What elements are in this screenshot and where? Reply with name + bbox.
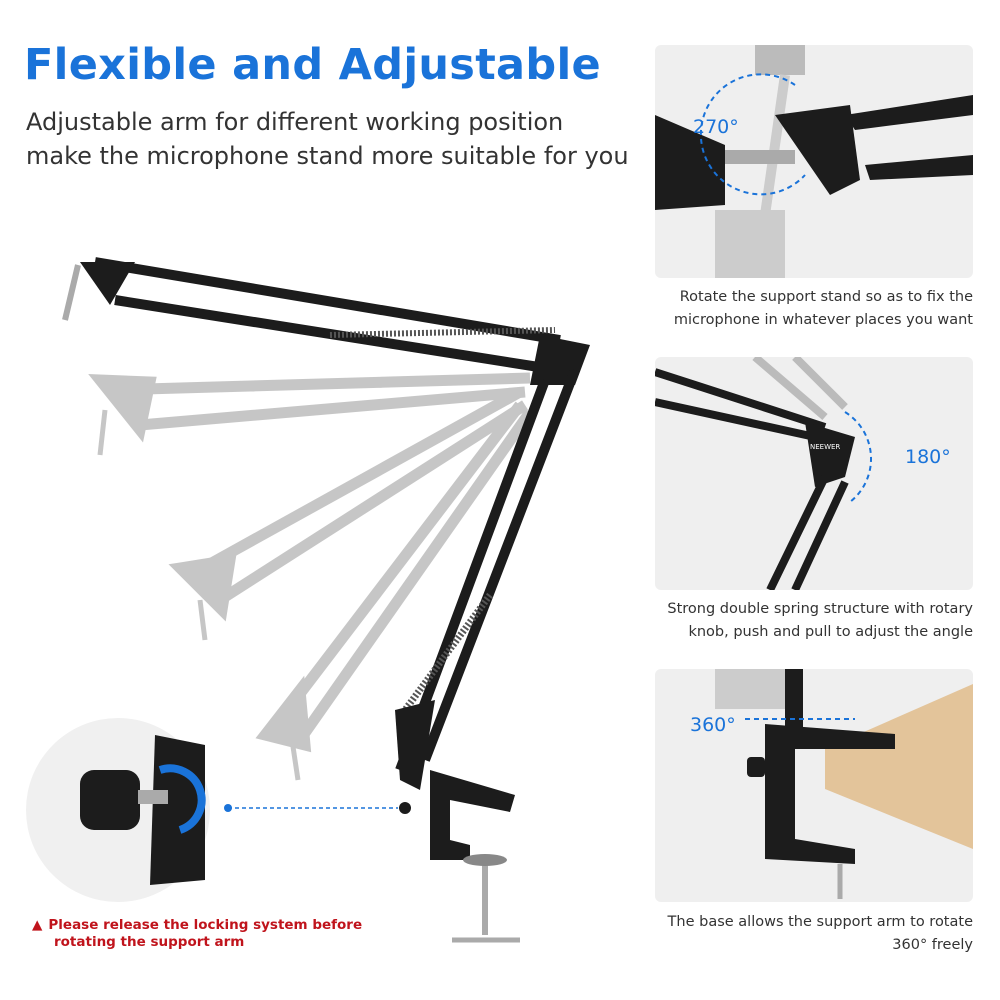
panel-rotate-stand: 270°: [655, 45, 973, 278]
angle-label: 270°: [693, 116, 739, 138]
knob-inset: [26, 718, 210, 902]
panel-1-caption: Rotate the support stand so as to fix th…: [673, 289, 973, 328]
panel-2-caption: Strong double spring structure with rota…: [667, 601, 973, 640]
page-title: Flexible and Adjustable: [24, 40, 601, 90]
panel-3-caption: The base allows the support arm to rotat…: [667, 914, 973, 953]
warning-note: ▲Please release the locking system befor…: [32, 917, 363, 950]
faded-arm-1: [88, 372, 531, 456]
subtitle-line-1: Adjustable arm for different working pos…: [26, 108, 564, 136]
faded-arm-positions: [88, 372, 535, 781]
warning-triangle-icon: ▲: [32, 917, 43, 933]
panel-spring-structure: NEEWER 180°: [655, 357, 973, 590]
arm-illustration: [26, 257, 590, 943]
angle-label: 360°: [690, 714, 736, 736]
panel-base-rotation: 360°: [655, 669, 973, 902]
desk-clamp: [399, 770, 520, 943]
faded-arm-2: [168, 387, 528, 641]
subtitle-line-2: make the microphone stand more suitable …: [26, 142, 629, 170]
main-arm: [62, 257, 590, 790]
angle-label: 180°: [905, 446, 951, 468]
faded-arm-3: [255, 401, 535, 781]
neewer-logo: NEEWER: [810, 443, 840, 451]
